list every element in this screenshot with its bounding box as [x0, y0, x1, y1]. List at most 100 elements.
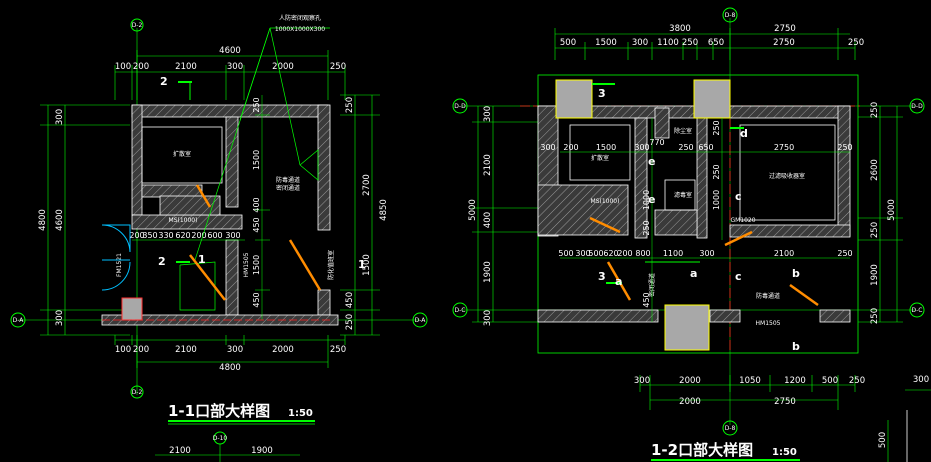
svg-text:300: 300 — [483, 106, 493, 122]
svg-text:2750: 2750 — [774, 24, 796, 34]
svg-text:b: b — [792, 340, 800, 353]
axis-bubble-right — [412, 312, 428, 328]
svg-text:1500: 1500 — [596, 143, 616, 152]
svg-text:100: 100 — [115, 62, 131, 72]
svg-text:D-C: D-C — [912, 307, 923, 314]
axis-label-left: D-A — [13, 317, 25, 324]
svg-text:1900: 1900 — [870, 264, 880, 286]
svg-text:2000: 2000 — [679, 397, 701, 407]
axis-label-bottom: D-2 — [132, 389, 143, 396]
svg-text:200: 200 — [563, 143, 578, 152]
svg-text:2100: 2100 — [774, 249, 794, 258]
svg-text:2100: 2100 — [175, 345, 197, 355]
room-sealed-corridor: 密闭通道 — [276, 184, 300, 192]
svg-text:250: 250 — [870, 222, 880, 238]
svg-text:2000: 2000 — [272, 345, 294, 355]
svg-text:300: 300 — [227, 62, 243, 72]
svg-text:300: 300 — [634, 143, 649, 152]
r-room-diffusion: 扩散室 — [591, 154, 609, 162]
svg-text:b: b — [792, 267, 800, 280]
svg-text:1100: 1100 — [657, 38, 679, 48]
svg-text:330: 330 — [158, 231, 173, 240]
svg-text:250: 250 — [678, 143, 693, 152]
room-diffusion: 扩散室 — [173, 150, 191, 158]
left-plan-title: 1-1口部大样图 — [168, 402, 270, 420]
svg-text:1500: 1500 — [252, 255, 261, 275]
svg-text:D-10: D-10 — [213, 435, 228, 442]
svg-text:200: 200 — [133, 345, 149, 355]
svg-text:4850: 4850 — [379, 199, 389, 221]
svg-text:300: 300 — [699, 249, 714, 258]
svg-text:5000: 5000 — [468, 199, 478, 221]
svg-text:650: 650 — [708, 38, 724, 48]
svg-text:2750: 2750 — [774, 397, 796, 407]
svg-text:3800: 3800 — [669, 24, 691, 34]
annotation-line2: 1000X1000X300 — [275, 26, 325, 33]
svg-text:770: 770 — [649, 138, 664, 147]
fragment-right-edge: 300 500 — [878, 375, 931, 462]
room-chem-duty: 防化值班室 — [327, 250, 335, 280]
svg-text:450: 450 — [252, 292, 261, 307]
svg-text:1: 1 — [358, 258, 366, 271]
svg-text:300: 300 — [225, 231, 240, 240]
svg-text:1500: 1500 — [362, 254, 372, 276]
svg-text:350: 350 — [142, 231, 157, 240]
svg-text:450: 450 — [345, 292, 355, 308]
axis-bubble-left — [10, 312, 26, 328]
fragment-bottom-left: 2100 1900 D-10 — [155, 431, 300, 462]
svg-text:4600: 4600 — [219, 46, 241, 56]
left-plan: D-2 D-2 D-A D-A 4600 100 200 2100 300 20… — [10, 14, 428, 425]
svg-text:c: c — [735, 190, 742, 203]
svg-text:200: 200 — [617, 249, 632, 258]
right-walls — [537, 105, 851, 323]
svg-text:1500: 1500 — [252, 150, 261, 170]
svg-text:250: 250 — [848, 38, 864, 48]
label-fm: FM1521 — [116, 253, 123, 277]
svg-text:300: 300 — [55, 310, 65, 326]
svg-text:100: 100 — [115, 345, 131, 355]
left-plan-scale: 1:50 — [288, 408, 313, 419]
axis-bubble-bottom-left — [130, 385, 144, 399]
r-room-absorb: 过滤吸收器室 — [769, 172, 805, 180]
svg-text:620: 620 — [603, 249, 618, 258]
svg-text:D-C: D-C — [455, 307, 466, 314]
svg-text:250: 250 — [870, 102, 880, 118]
svg-text:D-8: D-8 — [725, 425, 736, 432]
svg-text:200: 200 — [133, 62, 149, 72]
svg-text:250: 250 — [252, 97, 261, 112]
svg-text:2100: 2100 — [169, 446, 191, 456]
svg-text:300: 300 — [913, 375, 929, 385]
svg-text:1000: 1000 — [642, 190, 651, 210]
svg-text:250: 250 — [682, 38, 698, 48]
svg-text:2750: 2750 — [773, 38, 795, 48]
svg-text:300: 300 — [483, 310, 493, 326]
svg-text:D-D: D-D — [911, 103, 923, 110]
svg-text:800: 800 — [635, 249, 650, 258]
svg-text:500: 500 — [588, 249, 603, 258]
svg-text:2100: 2100 — [483, 154, 493, 176]
svg-text:1: 1 — [198, 253, 206, 266]
svg-text:2000: 2000 — [272, 62, 294, 72]
svg-text:2: 2 — [158, 255, 166, 268]
column-top-mid — [693, 79, 731, 119]
svg-text:450: 450 — [252, 217, 261, 232]
label-ms: MS(1000) — [169, 217, 198, 224]
svg-text:1050: 1050 — [739, 376, 761, 386]
svg-text:3: 3 — [598, 87, 606, 100]
r-room-sealed: HM1505 — [756, 320, 781, 327]
column-bottom — [664, 304, 710, 351]
svg-text:500: 500 — [560, 38, 576, 48]
svg-text:2: 2 — [160, 75, 168, 88]
svg-text:d: d — [740, 127, 748, 140]
svg-text:3: 3 — [598, 270, 606, 283]
annotation-line1: 人防密闭观察孔 — [279, 14, 321, 22]
svg-text:250: 250 — [837, 143, 852, 152]
svg-text:300: 300 — [634, 376, 650, 386]
r-room-filter: 滤毒室 — [674, 191, 692, 199]
svg-text:e: e — [648, 155, 655, 168]
svg-text:e: e — [648, 193, 655, 206]
svg-text:500: 500 — [878, 432, 888, 448]
axis-bubble-top-left — [130, 18, 144, 32]
r-room-dust: 除尘室 — [674, 127, 692, 135]
